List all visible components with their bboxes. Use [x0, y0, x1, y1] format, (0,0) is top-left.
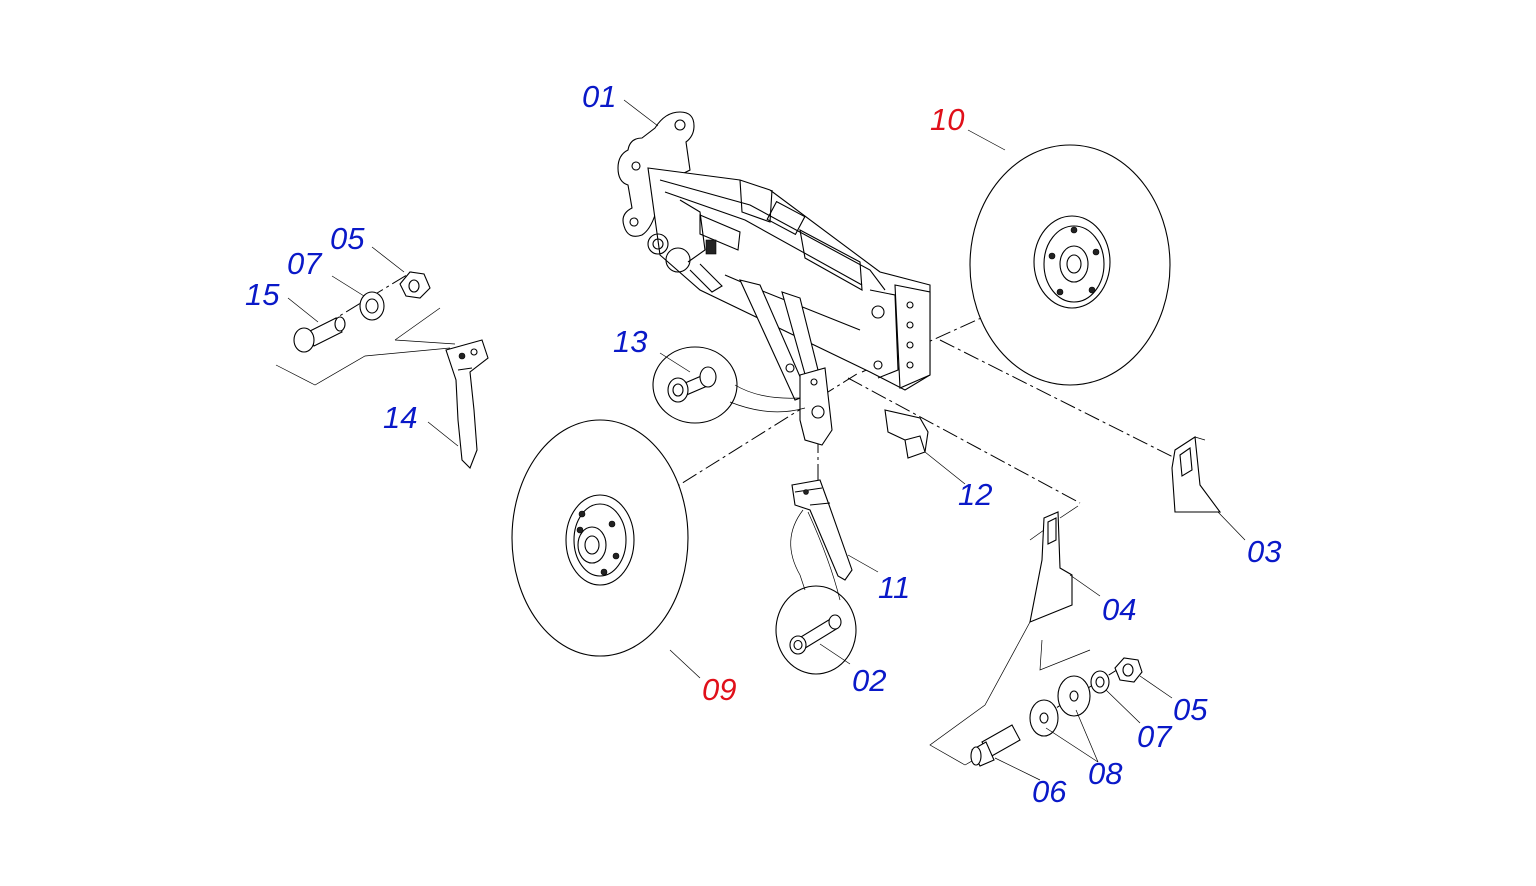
- pin-detail-part: [775, 585, 857, 675]
- main-frame-part: [617, 111, 931, 446]
- tine-part: [275, 307, 489, 469]
- callout-14: 14: [383, 400, 417, 435]
- small-bracket-part: [884, 409, 929, 459]
- right-hardware-group: [970, 657, 1143, 767]
- bushing-detail-part: [652, 346, 806, 424]
- callout-01: 01: [582, 79, 616, 114]
- callout-labels: 01 02 03 04 05 05 06 07 07 08 09 10 11 1…: [245, 79, 1281, 809]
- left-disc-part: [511, 419, 689, 657]
- callout-15: 15: [245, 277, 280, 312]
- callout-10: 10: [930, 102, 964, 137]
- leader-lines: [287, 99, 1246, 781]
- left-hardware-group: [293, 271, 431, 353]
- callout-03: 03: [1247, 534, 1281, 569]
- callout-09: 09: [702, 672, 736, 707]
- callout-07-right: 07: [1137, 719, 1173, 754]
- scraper-blade-part: [790, 479, 853, 601]
- right-scraper-part: [1171, 436, 1222, 513]
- callout-07-left: 07: [287, 246, 323, 281]
- callout-08: 08: [1088, 756, 1123, 791]
- right-disc-part: [969, 144, 1171, 386]
- callout-06: 06: [1032, 774, 1067, 809]
- callout-13: 13: [613, 324, 647, 359]
- callout-05-right: 05: [1173, 692, 1208, 727]
- callout-12: 12: [958, 477, 992, 512]
- callout-02: 02: [852, 663, 886, 698]
- callout-11: 11: [878, 570, 910, 605]
- callout-04: 04: [1102, 592, 1136, 627]
- callout-05-left: 05: [330, 221, 365, 256]
